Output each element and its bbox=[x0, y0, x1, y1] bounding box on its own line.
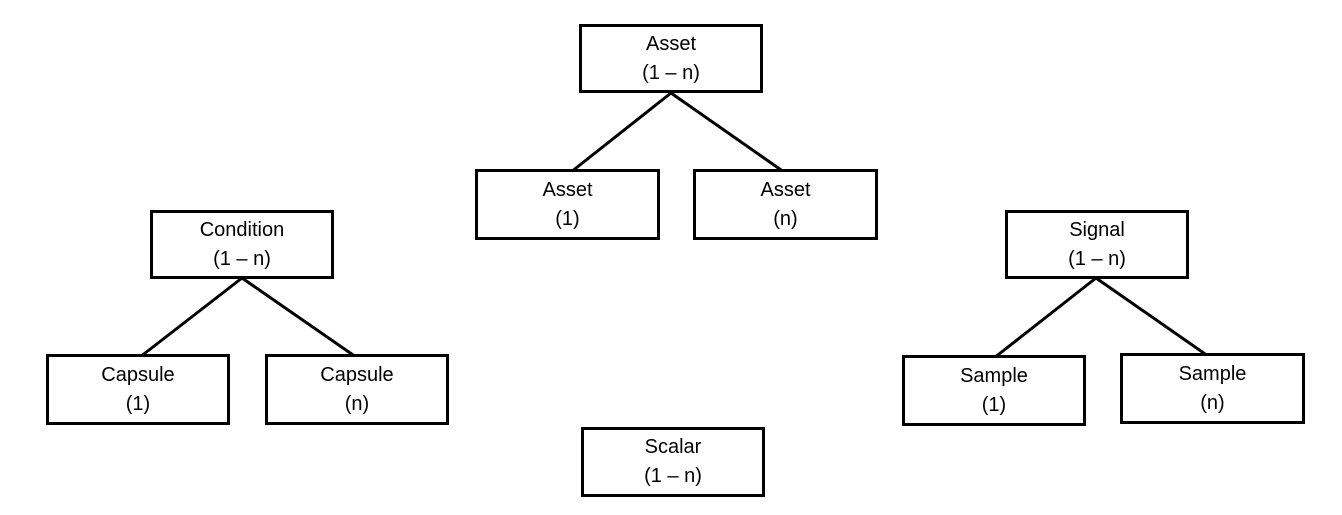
node-cardinality: (1 – n) bbox=[1068, 247, 1126, 270]
node-cardinality: (1) bbox=[125, 392, 151, 415]
node-scalar: Scalar (1 – n) bbox=[581, 427, 765, 497]
node-cardinality: (n) bbox=[344, 392, 370, 415]
connector-signal-root-to-sample-n bbox=[1095, 276, 1209, 358]
connector-asset-root-to-asset-n bbox=[670, 91, 785, 174]
node-title: Sample bbox=[960, 364, 1028, 387]
connector-signal-root-to-sample-1 bbox=[993, 276, 1097, 360]
node-cardinality: (1 – n) bbox=[213, 247, 271, 270]
node-asset-1: Asset (1) bbox=[475, 169, 660, 240]
node-title: Asset bbox=[645, 32, 697, 55]
node-condition-root: Condition (1 – n) bbox=[150, 210, 334, 279]
node-cardinality: (1 – n) bbox=[644, 465, 702, 487]
node-cardinality: (1) bbox=[555, 207, 580, 230]
node-title: Condition bbox=[199, 218, 285, 241]
connector-condition-root-to-capsule-1 bbox=[139, 276, 243, 359]
node-title: Asset bbox=[760, 178, 811, 201]
node-sample-1: Sample (1) bbox=[902, 355, 1086, 426]
node-capsule-n: Capsule (n) bbox=[265, 354, 449, 425]
node-asset-n: Asset (n) bbox=[693, 169, 878, 240]
node-title: Sample bbox=[1178, 362, 1247, 385]
connector-condition-root-to-capsule-n bbox=[241, 276, 357, 359]
node-capsule-1: Capsule (1) bbox=[46, 354, 230, 425]
node-sample-n: Sample (n) bbox=[1120, 353, 1305, 424]
node-signal-root: Signal (1 – n) bbox=[1005, 210, 1189, 279]
node-title: Asset bbox=[542, 178, 593, 201]
node-cardinality: (1) bbox=[981, 393, 1007, 416]
node-cardinality: (1 – n) bbox=[642, 61, 700, 84]
node-title: Capsule bbox=[101, 363, 175, 386]
node-cardinality: (n) bbox=[1200, 391, 1225, 414]
node-title: Capsule bbox=[320, 363, 394, 386]
node-cardinality: (n) bbox=[773, 207, 798, 230]
node-title: Scalar bbox=[644, 436, 702, 458]
node-title: Signal bbox=[1069, 218, 1125, 241]
node-asset-root: Asset (1 – n) bbox=[579, 24, 763, 93]
connector-asset-root-to-asset-1 bbox=[570, 91, 672, 174]
